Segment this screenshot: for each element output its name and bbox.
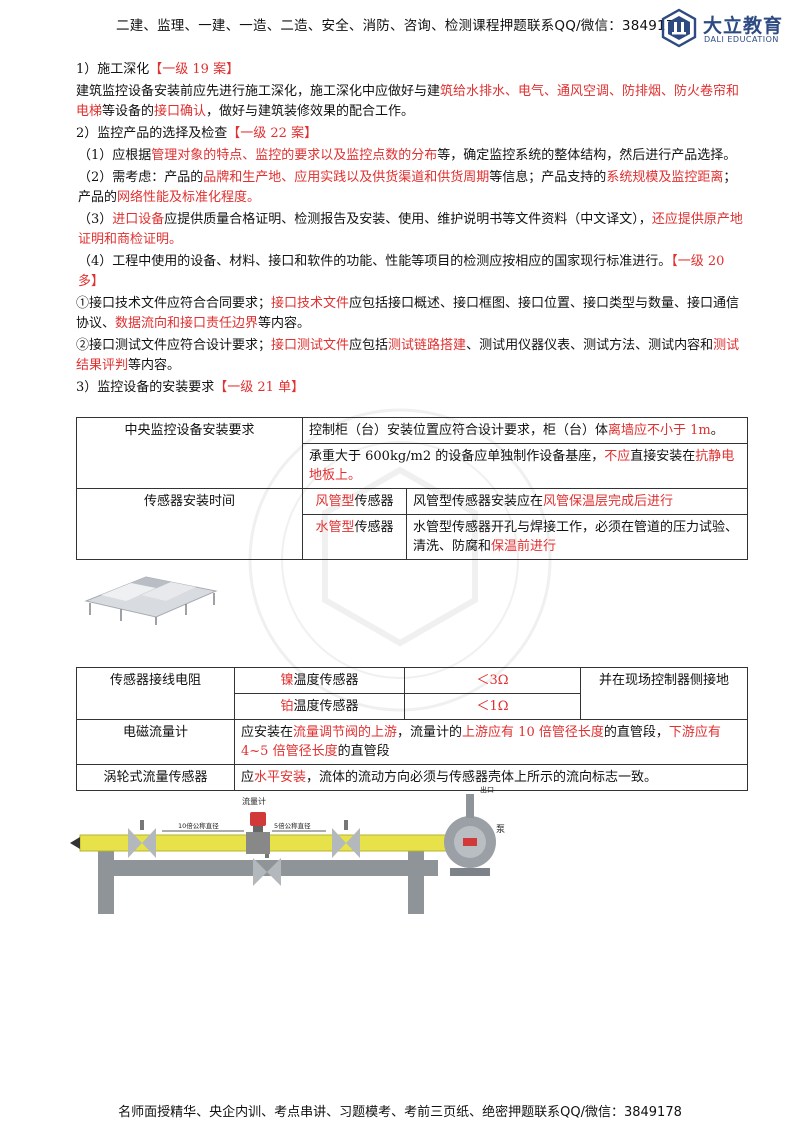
section-2-heading: 2）监控产品的选择及检查【一级 22 案】 <box>76 126 318 141</box>
section-2-item-1: （1）应根据管理对象的特点、监控的要求以及监控点数的分布等，确定监控系统的整体结… <box>78 148 737 163</box>
section-2-item-3: （3）进口设备应提供质量合格证明、检测报告及安装、使用、维护说明书等文件资料（中… <box>78 212 743 247</box>
table-row: 铂温度传感器 ＜1Ω <box>77 693 748 720</box>
section-2-item-4: （4）工程中使用的设备、材料、接口和软件的功能、性能等项目的检测应按相应的国家现… <box>78 254 725 289</box>
table-row: 中央监控设备安装要求 控制柜（台）安装位置应符合设计要求，柜（台）体离墙应不小于… <box>76 417 748 489</box>
raised-floor-image <box>76 565 222 627</box>
row-label-central: 中央监控设备安装要求 <box>76 417 303 489</box>
bypass-pipe <box>98 860 438 876</box>
section-3-heading: 3）监控设备的安装要求【一级 21 单】 <box>76 380 305 395</box>
section-2-clause-1: ①接口技术文件应符合合同要求；接口技术文件应包括接口概述、接口框图、接口位置、接… <box>76 296 740 331</box>
valve-icon <box>128 820 156 858</box>
flowmeter-label: 流量计 <box>242 796 266 806</box>
row-label-em-flowmeter: 电磁流量计 <box>76 719 235 765</box>
header-contact-text: 二建、监理、一建、一造、二造、安全、消防、咨询、检测课程押题联系QQ/微信：38… <box>116 18 684 34</box>
brand-logo: 大立教育 DALI EDUCATION <box>659 8 794 48</box>
row-label-sensor-time: 传感器安装时间 <box>76 488 303 560</box>
table-row: 传感器接线电阻 镍温度传感器 ＜3Ω 并在现场控制器侧接地 <box>76 667 748 720</box>
table-row: 电磁流量计 应安装在流量调节阀的上游，流量计的上游应有 10 倍管径长度的直管段… <box>76 719 748 765</box>
section-2-item-2: （2）需考虑：产品的品牌和生产地、应用实践以及供货渠道和供货周期等信息；产品支持… <box>78 170 737 205</box>
duct-sensor-desc: 风管型传感器安装应在风管保温层完成后进行 <box>406 488 748 515</box>
water-sensor-desc: 水管型传感器开孔与焊接工作，必须在管道的压力试验、清洗、防腐和保温前进行 <box>406 514 748 560</box>
section-1-heading: 1）施工深化【一级 19 案】 <box>76 62 240 77</box>
grounding-note: 并在现场控制器侧接地 <box>580 667 748 720</box>
logo-english-name: DALI EDUCATION <box>704 35 779 44</box>
bypass-left-riser <box>98 842 114 914</box>
valve-icon <box>332 820 360 858</box>
dali-logo-icon <box>661 8 697 48</box>
document-body: 1）施工深化【一级 19 案】 建筑监控设备安装前应先进行施工深化，施工深化中应… <box>76 60 748 400</box>
upstream-length-label: 10倍公称直径 <box>178 821 219 830</box>
section-2-clause-2: ②接口测试文件应符合设计要求；接口测试文件应包括测试链路搭建、测试用仪器仪表、测… <box>76 338 740 373</box>
nickel-sensor: 镍温度传感器 <box>234 667 405 694</box>
table-row: 水管型传感器 水管型传感器开孔与焊接工作，必须在管道的压力试验、清洗、防腐和保温… <box>77 514 748 560</box>
page-header: 二建、监理、一建、一造、二造、安全、消防、咨询、检测课程押题联系QQ/微信：38… <box>0 0 800 50</box>
table-row: 承重大于 600kg/m2 的设备应单独制作设备基座，不应直接安装在抗静电地板上… <box>77 443 748 489</box>
page-footer: 名师面授精华、央企内训、考点串讲、习题模考、考前三页纸、绝密押题联系QQ/微信：… <box>118 1105 682 1120</box>
install-requirements-table: 中央监控设备安装要求 控制柜（台）安装位置应符合设计要求，柜（台）体离墙应不小于… <box>76 417 748 560</box>
flow-arrow-icon <box>70 837 80 849</box>
central-req-2: 承重大于 600kg/m2 的设备应单独制作设备基座，不应直接安装在抗静电地板上… <box>302 443 748 489</box>
bypass-right-riser <box>408 842 424 914</box>
flowmeter-icon <box>246 812 270 854</box>
turbine-desc: 应水平安装，流体的流动方向必须与传感器壳体上所示的流向标志一致。 <box>234 764 748 791</box>
downstream-length-label: 5倍公称直径 <box>274 821 311 830</box>
pump-icon <box>444 794 496 876</box>
table-row: 涡轮式流量传感器 应水平安装，流体的流动方向必须与传感器壳体上所示的流向标志一致… <box>76 764 748 791</box>
section-1-paragraph: 建筑监控设备安装前应先进行施工深化，施工深化中应做好与建筑给水排水、电气、通风空… <box>76 84 740 119</box>
pump-label: 泵 <box>496 824 505 835</box>
logo-chinese-name: 大立教育 <box>703 15 784 37</box>
em-flowmeter-desc: 应安装在流量调节阀的上游，流量计的上游应有 10 倍管径长度的直管段，下游应有 … <box>234 719 748 765</box>
water-sensor-type: 水管型传感器 <box>302 514 407 560</box>
central-req-1: 控制柜（台）安装位置应符合设计要求，柜（台）体离墙应不小于 1m。 <box>302 417 748 444</box>
table-row: 传感器安装时间 风管型传感器 风管型传感器安装应在风管保温层完成后进行 <box>76 488 748 560</box>
sensor-requirements-table: 传感器接线电阻 镍温度传感器 ＜3Ω 并在现场控制器侧接地 铂温度传感器 ＜1Ω… <box>76 667 748 791</box>
flowmeter-pipe-diagram: 流量计 10倍公称直径 5倍公称直径 泵 出口 <box>70 785 505 914</box>
platinum-sensor: 铂温度传感器 <box>234 693 405 720</box>
platinum-resistance: ＜1Ω <box>404 693 581 720</box>
duct-sensor-type: 风管型传感器 <box>302 488 407 515</box>
outlet-label: 出口 <box>480 785 494 794</box>
row-label-wiring: 传感器接线电阻 <box>76 667 235 720</box>
row-label-turbine: 涡轮式流量传感器 <box>76 764 235 791</box>
nickel-resistance: ＜3Ω <box>404 667 581 694</box>
